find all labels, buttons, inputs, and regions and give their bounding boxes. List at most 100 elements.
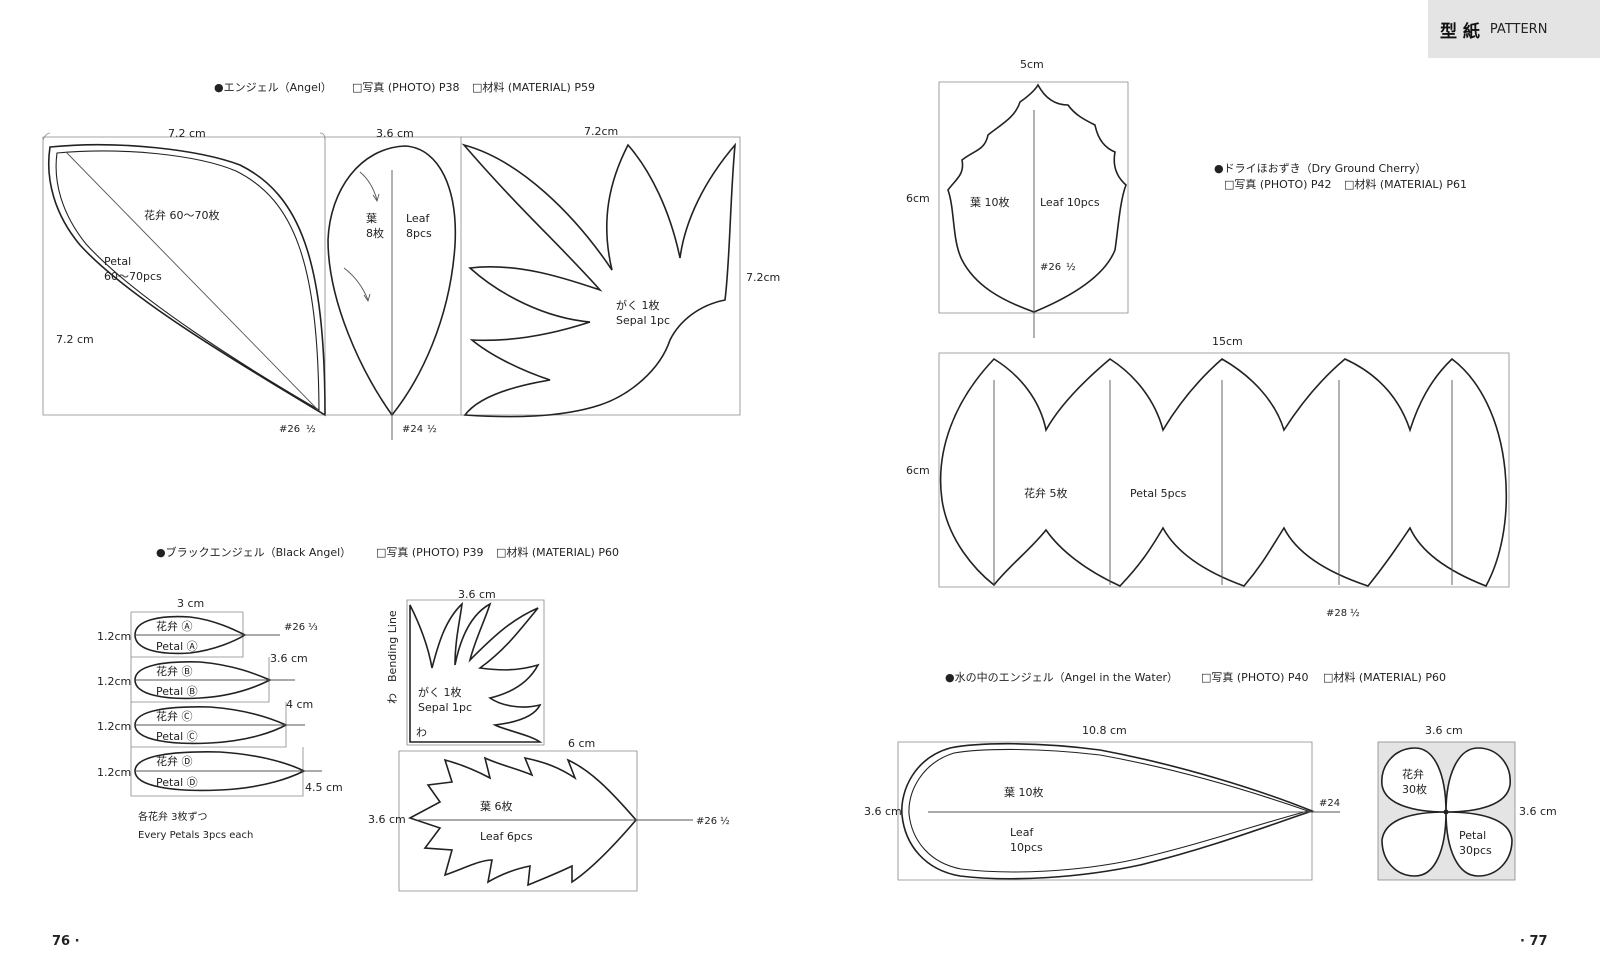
water-title: ●水の中のエンジェル（Angel in the Water） bbox=[945, 671, 1178, 684]
angel-section: ●エンジェル（Angel） □写真 (PHOTO) P38 □材料 (MATER… bbox=[42, 80, 780, 440]
angel-leaf-jp1: 葉 bbox=[366, 211, 377, 225]
black-petal-c-width: 4 cm bbox=[286, 698, 313, 711]
black-leaf-width: 6 cm bbox=[568, 737, 595, 750]
cherry-petal-en: Petal 5pcs bbox=[1130, 487, 1187, 500]
black-angel-section: ●ブラックエンジェル（Black Angel） □写真 (PHOTO) P39 … bbox=[97, 545, 730, 892]
black-petal-b-width: 3.6 cm bbox=[270, 652, 308, 665]
angel-petal-height: 7.2 cm bbox=[56, 333, 94, 346]
black-leaf-jp: 葉 6枚 bbox=[480, 799, 513, 813]
angel-material-ref: □材料 (MATERIAL) P59 bbox=[472, 80, 595, 94]
water-section: ●水の中のエンジェル（Angel in the Water） □写真 (PHOT… bbox=[864, 670, 1557, 881]
angel-petal-en2: 60〜70pcs bbox=[104, 270, 162, 283]
black-petal-width: 3 cm bbox=[177, 597, 204, 610]
cherry-title: ●ドライほおずき（Dry Ground Cherry） bbox=[1214, 162, 1426, 175]
cherry-petal-wire: #28 bbox=[1326, 608, 1347, 619]
black-sepal-bend-label: Bending Line bbox=[386, 610, 399, 682]
black-angel-leaf: 6 cm 3.6 cm 葉 6枚 Leaf 6pcs #26 ½ bbox=[368, 737, 730, 892]
black-leaf-height: 3.6 cm bbox=[368, 813, 406, 826]
angel-petal-width: 7.2 cm bbox=[168, 127, 206, 140]
water-petal-width: 3.6 cm bbox=[1425, 724, 1463, 737]
header-en: PATTERN bbox=[1489, 21, 1548, 37]
water-leaf-en2: 10pcs bbox=[1010, 841, 1043, 854]
water-leaf-jp: 葉 10枚 bbox=[1004, 785, 1044, 799]
water-leaf-pattern: 10.8 cm 3.6 cm 葉 10枚 Leaf 10pcs #24 bbox=[864, 724, 1340, 881]
cherry-petal-jp: 花弁 5枚 bbox=[1024, 486, 1068, 500]
angel-leaf-pattern: 3.6 cm 葉 8枚 Leaf 8pcs #24 ½ bbox=[325, 127, 462, 440]
black-petal-d-en: Petal Ⓓ bbox=[156, 776, 198, 789]
black-petal-d-width: 4.5 cm bbox=[305, 781, 343, 794]
page-number-left: 76 · bbox=[52, 934, 80, 949]
angel-sepal-pattern: 7.2cm 7.2cm がく 1枚 Sepal 1pc bbox=[461, 125, 780, 418]
black-petal-d-height: 1.2cm bbox=[97, 766, 131, 779]
angel-sepal-height: 7.2cm bbox=[746, 271, 780, 284]
cherry-material-ref: □材料 (MATERIAL) P61 bbox=[1344, 177, 1467, 191]
black-petal-c-en: Petal Ⓒ bbox=[156, 730, 198, 743]
black-petal-a-en: Petal Ⓐ bbox=[156, 640, 198, 653]
angel-sepal-jp: がく 1枚 bbox=[616, 298, 660, 312]
black-petal-note-en: Every Petals 3pcs each bbox=[138, 830, 253, 841]
angel-photo-ref: □写真 (PHOTO) P38 bbox=[352, 80, 460, 94]
wire-fraction-half-2: ½ bbox=[427, 423, 437, 435]
water-petal-jp2: 30枚 bbox=[1402, 782, 1427, 796]
cherry-leaf-pattern: 5cm 6cm 葉 10枚 Leaf 10pcs #26 ½ bbox=[906, 58, 1129, 338]
angel-leaf-width: 3.6 cm bbox=[376, 127, 414, 140]
cherry-leaf-height: 6cm bbox=[906, 192, 930, 205]
angel-sepal-en: Sepal 1pc bbox=[616, 314, 670, 327]
cherry-petal-height: 6cm bbox=[906, 464, 930, 477]
black-petal-a-jp: 花弁 Ⓐ bbox=[156, 619, 193, 633]
angel-leaf-wire: #24 bbox=[402, 424, 423, 435]
cherry-leaf-en: Leaf 10pcs bbox=[1040, 196, 1100, 209]
black-sepal-width: 3.6 cm bbox=[458, 588, 496, 601]
cherry-leaf-jp: 葉 10枚 bbox=[970, 195, 1010, 209]
black-angel-petals: 3 cm 1.2cm 花弁 Ⓐ Petal Ⓐ #26 ⅓ 1.2cm 花弁 Ⓑ… bbox=[97, 597, 343, 841]
black-petal-a-height: 1.2cm bbox=[97, 630, 131, 643]
wire-fraction-half-1: ½ bbox=[306, 423, 316, 435]
angel-leaf-en1: Leaf bbox=[406, 212, 430, 225]
black-angel-title: ●ブラックエンジェル（Black Angel） bbox=[156, 545, 351, 559]
cherry-petal-pattern: 15cm 6cm 花弁 5枚 Petal 5pcs #28 ½ bbox=[906, 335, 1510, 619]
black-petal-b-jp: 花弁 Ⓑ bbox=[156, 664, 193, 678]
cherry-photo-ref: □写真 (PHOTO) P42 bbox=[1224, 177, 1332, 191]
angel-petal-wire: #26 bbox=[279, 424, 300, 435]
angel-sepal-width: 7.2cm bbox=[584, 125, 618, 138]
black-leaf-en: Leaf 6pcs bbox=[480, 830, 533, 843]
angel-petal-pattern: 7.2 cm 7.2 cm 花弁 60〜70枚 Petal 60〜70pcs #… bbox=[42, 127, 326, 435]
angel-petal-en1: Petal bbox=[104, 255, 131, 268]
wire-fraction-half-5: ½ bbox=[1350, 607, 1360, 619]
black-sepal-jp: がく 1枚 bbox=[418, 685, 462, 699]
black-petal-b-en: Petal Ⓑ bbox=[156, 685, 198, 698]
black-leaf-wire: #26 bbox=[696, 816, 717, 827]
cherry-petal-width: 15cm bbox=[1212, 335, 1243, 348]
cherry-leaf-wire: #26 bbox=[1040, 262, 1061, 273]
water-leaf-en1: Leaf bbox=[1010, 826, 1034, 839]
water-petal-pattern: 3.6 cm 3.6 cm 花弁 30枚 Petal 30pcs bbox=[1377, 724, 1557, 881]
wire-fraction-third: ⅓ bbox=[308, 622, 318, 633]
wire-fraction-half-3: ½ bbox=[720, 815, 730, 827]
water-petal-en1: Petal bbox=[1459, 829, 1486, 842]
water-leaf-width: 10.8 cm bbox=[1082, 724, 1127, 737]
cherry-section: ●ドライほおずき（Dry Ground Cherry） □写真 (PHOTO) … bbox=[906, 58, 1510, 619]
black-petal-wire: #26 bbox=[284, 622, 305, 633]
black-sepal-en: Sepal 1pc bbox=[418, 701, 472, 714]
black-petal-c-height: 1.2cm bbox=[97, 720, 131, 733]
black-petal-d-jp: 花弁 Ⓓ bbox=[156, 754, 193, 768]
water-petal-jp1: 花弁 bbox=[1402, 767, 1424, 781]
black-angel-photo-ref: □写真 (PHOTO) P39 bbox=[376, 545, 484, 559]
angel-title: ●エンジェル（Angel） bbox=[214, 81, 332, 94]
wire-fraction-half-4: ½ bbox=[1066, 261, 1076, 273]
page-number-right: · 77 bbox=[1520, 934, 1548, 949]
water-petal-height: 3.6 cm bbox=[1519, 805, 1557, 818]
header-jp: 型 紙 bbox=[1440, 21, 1480, 42]
black-angel-sepal: 3.6 cm Bending Line わ がく 1枚 Sepal 1pc わ bbox=[386, 588, 545, 746]
angel-leaf-en2: 8pcs bbox=[406, 227, 432, 240]
black-sepal-wa-label: わ bbox=[386, 693, 399, 704]
water-petal-en2: 30pcs bbox=[1459, 844, 1492, 857]
black-petal-b-height: 1.2cm bbox=[97, 675, 131, 688]
water-leaf-wire: #24 bbox=[1319, 798, 1340, 809]
black-sepal-wa-mark: わ bbox=[416, 726, 427, 739]
black-angel-material-ref: □材料 (MATERIAL) P60 bbox=[496, 545, 619, 559]
angel-petal-jp: 花弁 60〜70枚 bbox=[144, 208, 220, 222]
water-photo-ref: □写真 (PHOTO) P40 bbox=[1201, 670, 1309, 684]
black-petal-note-jp: 各花弁 3枚ずつ bbox=[138, 810, 208, 823]
